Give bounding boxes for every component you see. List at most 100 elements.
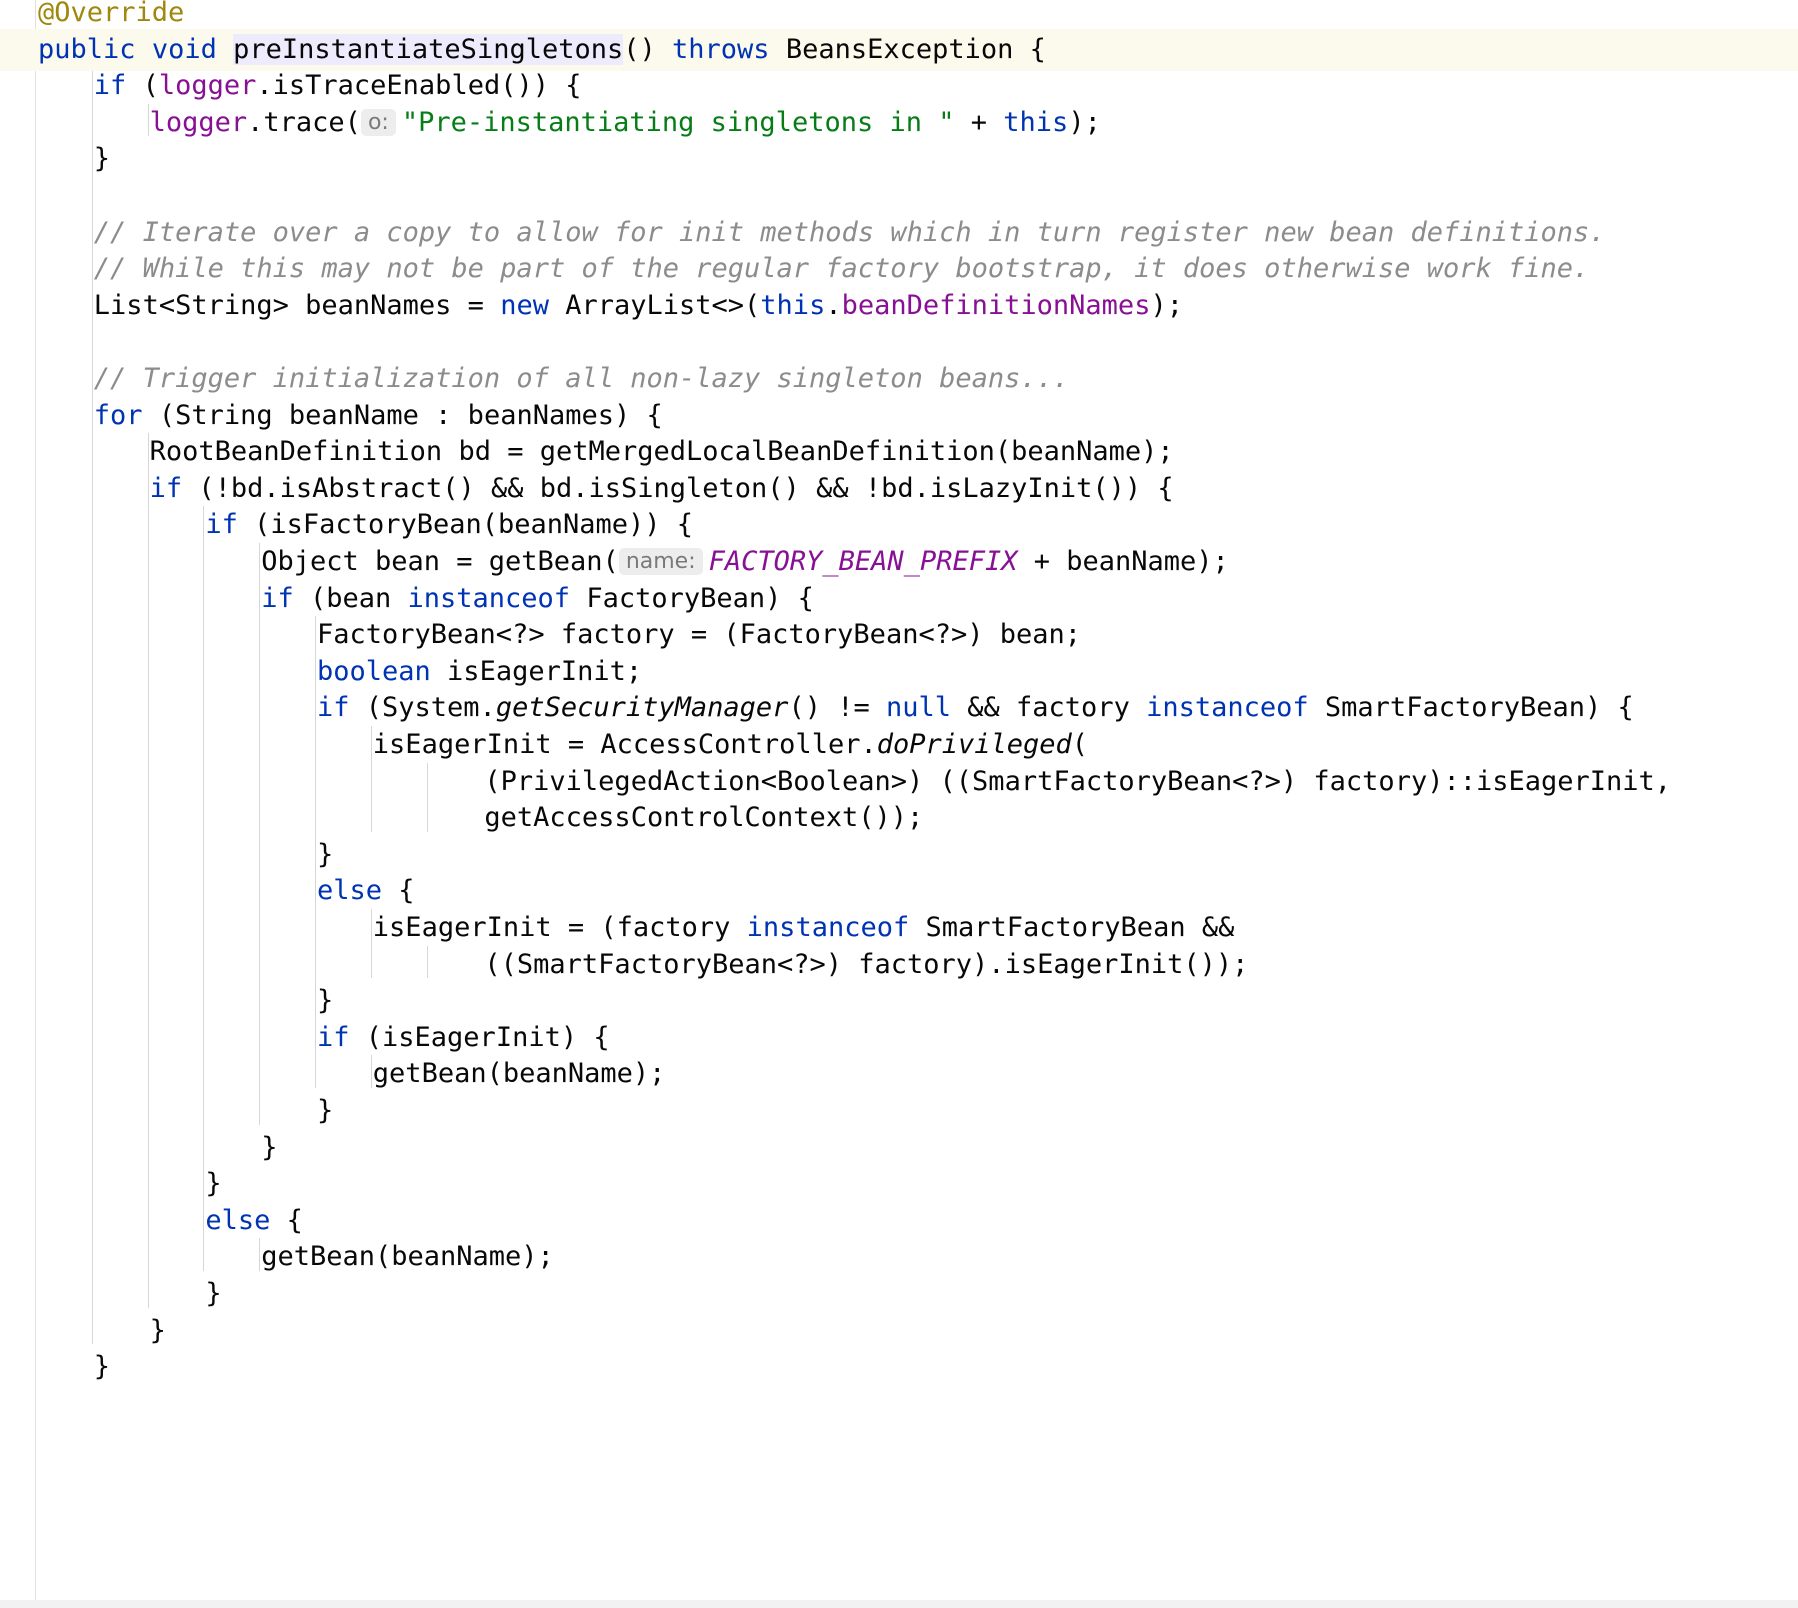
keyword-token: instanceof xyxy=(746,912,910,943)
annotation-token: @Override xyxy=(38,0,185,28)
code-line[interactable]: getBean(beanName); xyxy=(0,1236,1798,1278)
bottom-scroll-edge xyxy=(0,1600,1798,1608)
code-line[interactable]: @Override xyxy=(0,0,1798,34)
code-token: getBean(beanName); xyxy=(372,1058,666,1090)
code-line[interactable]: if (bean instanceof FactoryBean) { xyxy=(0,578,1798,620)
code-token: } xyxy=(317,838,334,870)
code-token: } xyxy=(205,1278,222,1309)
keyword-token: else xyxy=(205,1204,271,1236)
indent-guide-line xyxy=(147,433,149,1308)
keyword-token: public xyxy=(38,33,136,65)
field-reference: logger xyxy=(149,106,248,138)
code-line[interactable]: ((SmartFactoryBean<?>) factory).isEagerI… xyxy=(0,944,1798,986)
code-line[interactable]: getAccessControlContext()); xyxy=(0,797,1798,839)
code-token: ((SmartFactoryBean<?>) factory).isEagerI… xyxy=(484,948,1249,980)
indent-guide-line xyxy=(91,67,93,1345)
code-line[interactable]: } xyxy=(0,834,1798,876)
code-line[interactable]: Object bean = getBean(name:FACTORY_BEAN_… xyxy=(0,541,1798,583)
code-token: isEagerInit; xyxy=(430,655,643,687)
keyword-token: instanceof xyxy=(407,582,571,614)
comment-text: // Iterate over a copy to allow for init… xyxy=(93,216,1606,248)
static-method-call: getSecurityManager xyxy=(495,692,789,724)
code-line[interactable]: } xyxy=(0,1127,1798,1169)
code-line[interactable]: } xyxy=(0,1310,1798,1352)
code-token: + beanName); xyxy=(1017,546,1229,577)
code-token: Object bean = getBean( xyxy=(261,546,619,577)
static-method-call: doPrivileged xyxy=(876,729,1072,760)
code-token: } xyxy=(149,1314,166,1346)
code-line[interactable]: // Trigger initialization of all non-laz… xyxy=(0,358,1798,400)
code-line[interactable]: // While this may not be part of the reg… xyxy=(0,248,1798,290)
code-token: { xyxy=(382,875,415,907)
code-token: (PrivilegedAction<Boolean>) ((SmartFacto… xyxy=(484,765,1672,797)
code-token: } xyxy=(317,985,334,1017)
keyword-token: if xyxy=(149,472,183,504)
code-line[interactable]: (PrivilegedAction<Boolean>) ((SmartFacto… xyxy=(0,761,1798,803)
keyword-token: this xyxy=(760,289,826,321)
keyword-token: void xyxy=(151,33,217,65)
code-line[interactable]: isEagerInit = (factory instanceof SmartF… xyxy=(0,907,1798,949)
code-line[interactable]: for (String beanName : beanNames) { xyxy=(0,395,1798,437)
code-token: ); xyxy=(1068,106,1101,138)
code-token: { xyxy=(270,1204,303,1236)
code-line[interactable]: if (isEagerInit) { xyxy=(0,1017,1798,1059)
code-line[interactable]: } xyxy=(0,1163,1798,1205)
keyword-token: this xyxy=(1003,106,1069,138)
code-line[interactable]: boolean isEagerInit; xyxy=(0,651,1798,693)
code-line[interactable]: RootBeanDefinition bd = getMergedLocalBe… xyxy=(0,431,1798,473)
code-line[interactable]: if (logger.isTraceEnabled()) { xyxy=(0,65,1798,107)
code-token: (isFactoryBean(beanName)) { xyxy=(237,509,694,541)
code-line[interactable]: if (System.getSecurityManager() != null … xyxy=(0,687,1798,729)
code-line[interactable]: else { xyxy=(0,1200,1798,1242)
indent-guide-line xyxy=(315,616,316,1088)
code-token: () != xyxy=(788,692,886,724)
indent-guide-line xyxy=(370,1055,372,1088)
code-token: FactoryBean) { xyxy=(570,582,814,614)
indent-guide-line xyxy=(203,506,205,1271)
code-token: (bean xyxy=(293,582,408,614)
code-token xyxy=(136,34,152,65)
code-token: + xyxy=(954,106,1004,138)
indent-guide-line xyxy=(370,726,372,832)
code-line[interactable]: // Iterate over a copy to allow for init… xyxy=(0,212,1798,254)
code-line[interactable]: } xyxy=(0,980,1798,1022)
string-literal: "Pre-instantiating singletons in " xyxy=(401,106,955,138)
code-token: } xyxy=(261,1131,278,1163)
code-token: (System. xyxy=(349,692,496,724)
code-line[interactable]: isEagerInit = AccessController.doPrivile… xyxy=(0,724,1798,766)
parameter-hint: o: xyxy=(360,108,396,136)
keyword-token: if xyxy=(317,1021,350,1053)
keyword-token: else xyxy=(317,875,383,907)
keyword-token: if xyxy=(317,692,350,724)
keyword-token: for xyxy=(93,399,143,431)
code-token: } xyxy=(317,1095,334,1126)
code-token: BeansException { xyxy=(769,33,1046,65)
code-token: && factory xyxy=(951,692,1147,724)
code-line[interactable]: List<String> beanNames = new ArrayList<>… xyxy=(0,285,1798,327)
comment-text: // While this may not be part of the reg… xyxy=(93,253,1590,285)
code-line[interactable]: public void preInstantiateSingletons() t… xyxy=(0,28,1798,71)
code-line[interactable]: if (!bd.isAbstract() && bd.isSingleton()… xyxy=(0,468,1798,510)
code-line[interactable]: logger.trace(o:"Pre-instantiating single… xyxy=(0,102,1798,144)
keyword-token: if xyxy=(205,509,238,541)
code-line[interactable]: FactoryBean<?> factory = (FactoryBean<?>… xyxy=(0,614,1798,656)
code-line[interactable]: } xyxy=(0,1346,1798,1388)
keyword-token: throws xyxy=(672,33,770,65)
code-line[interactable]: else { xyxy=(0,870,1798,912)
comment-text: // Trigger initialization of all non-laz… xyxy=(93,363,1070,394)
code-line[interactable]: getBean(beanName); xyxy=(0,1053,1798,1095)
code-token: .trace( xyxy=(247,106,361,138)
code-line[interactable]: if (isFactoryBean(beanName)) { xyxy=(0,504,1798,546)
code-token: } xyxy=(93,1351,111,1383)
code-token: (!bd.isAbstract() && bd.isSingleton() &&… xyxy=(182,472,1174,504)
code-line[interactable]: } xyxy=(0,138,1798,180)
code-line[interactable]: } xyxy=(0,1273,1798,1315)
code-token: ( xyxy=(126,70,159,102)
method-declaration-name: preInstantiateSingletons xyxy=(233,33,624,65)
indent-guide-line xyxy=(426,762,428,832)
code-token: ); xyxy=(1150,289,1183,321)
indent-guide-line xyxy=(370,909,372,979)
code-line[interactable]: } xyxy=(0,1090,1798,1132)
keyword-token: if xyxy=(93,70,127,102)
